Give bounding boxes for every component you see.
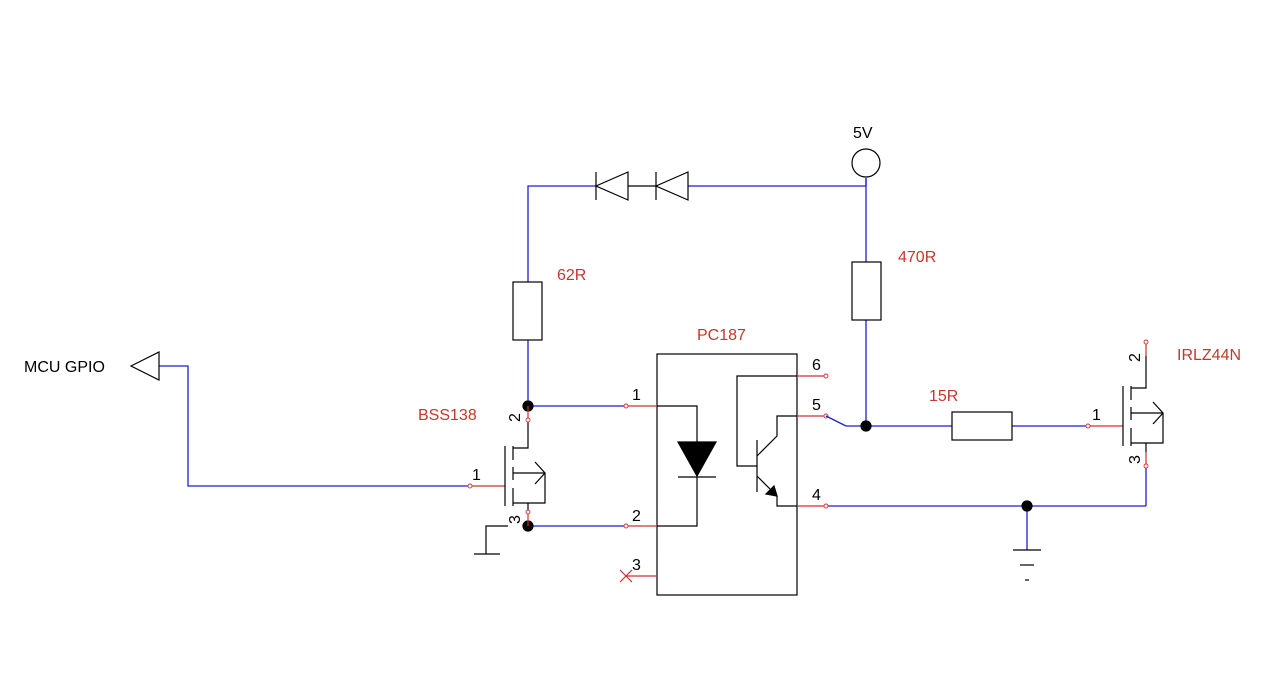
wires: [159, 178, 1147, 550]
mcu-gpio-port: MCU GPIO: [24, 351, 160, 381]
irlz44n-pin-source: 3: [1127, 455, 1144, 464]
junction-dot: [1021, 500, 1033, 512]
wire-diodes-to-62r: [527, 185, 596, 282]
pc187-pin-5: 5: [812, 397, 821, 414]
pc187-pin-1: 1: [632, 387, 641, 404]
supply-5v: 5V: [851, 125, 881, 178]
junction-dot: [860, 420, 872, 432]
supply-label: 5V: [853, 125, 873, 142]
bss138-label: BSS138: [418, 407, 477, 424]
resistor-470r: 470R: [851, 249, 936, 321]
pc187-pin-3: 3: [632, 557, 641, 574]
pc187-pin-2: 2: [632, 508, 641, 525]
diode-1: [594, 171, 656, 201]
mosfet-irlz44n: 1 2 3 IRLZ44N: [1085, 339, 1241, 469]
bss138-pin-gate: 1: [472, 467, 481, 484]
wire-mcu-to-gate: [159, 365, 470, 487]
bss138-pin-drain: 2: [507, 413, 524, 422]
ground-symbol-right: [1013, 549, 1041, 581]
resistor-15r-label: 15R: [929, 388, 958, 405]
mcu-gpio-label: MCU GPIO: [24, 359, 105, 376]
resistor-470r-label: 470R: [898, 249, 936, 266]
irlz44n-pin-drain: 2: [1127, 353, 1144, 362]
bss138-pin-source: 3: [507, 515, 524, 524]
resistor-62r: 62R: [512, 267, 586, 341]
supply-circle: [851, 148, 881, 178]
pc187-label: PC187: [697, 327, 746, 344]
wire-5v-to-diodes: [688, 178, 867, 187]
resistor-15r: 15R: [929, 388, 1013, 441]
optocoupler-pc187: PC187 1 2 3 4 5 6: [619, 327, 847, 596]
pc187-pin-4: 4: [812, 487, 821, 504]
diode-2: [654, 171, 689, 201]
mosfet-bss138: 1 2 3 BSS138: [418, 406, 546, 526]
resistor-62r-label: 62R: [557, 267, 586, 284]
port-arrow-icon: [129, 351, 160, 381]
pc187-pin-6: 6: [812, 357, 821, 374]
led-triangle: [676, 441, 718, 478]
irlz44n-pin-gate: 1: [1092, 407, 1101, 424]
ground-symbol-left: [474, 525, 508, 555]
irlz44n-label: IRLZ44N: [1177, 347, 1241, 364]
